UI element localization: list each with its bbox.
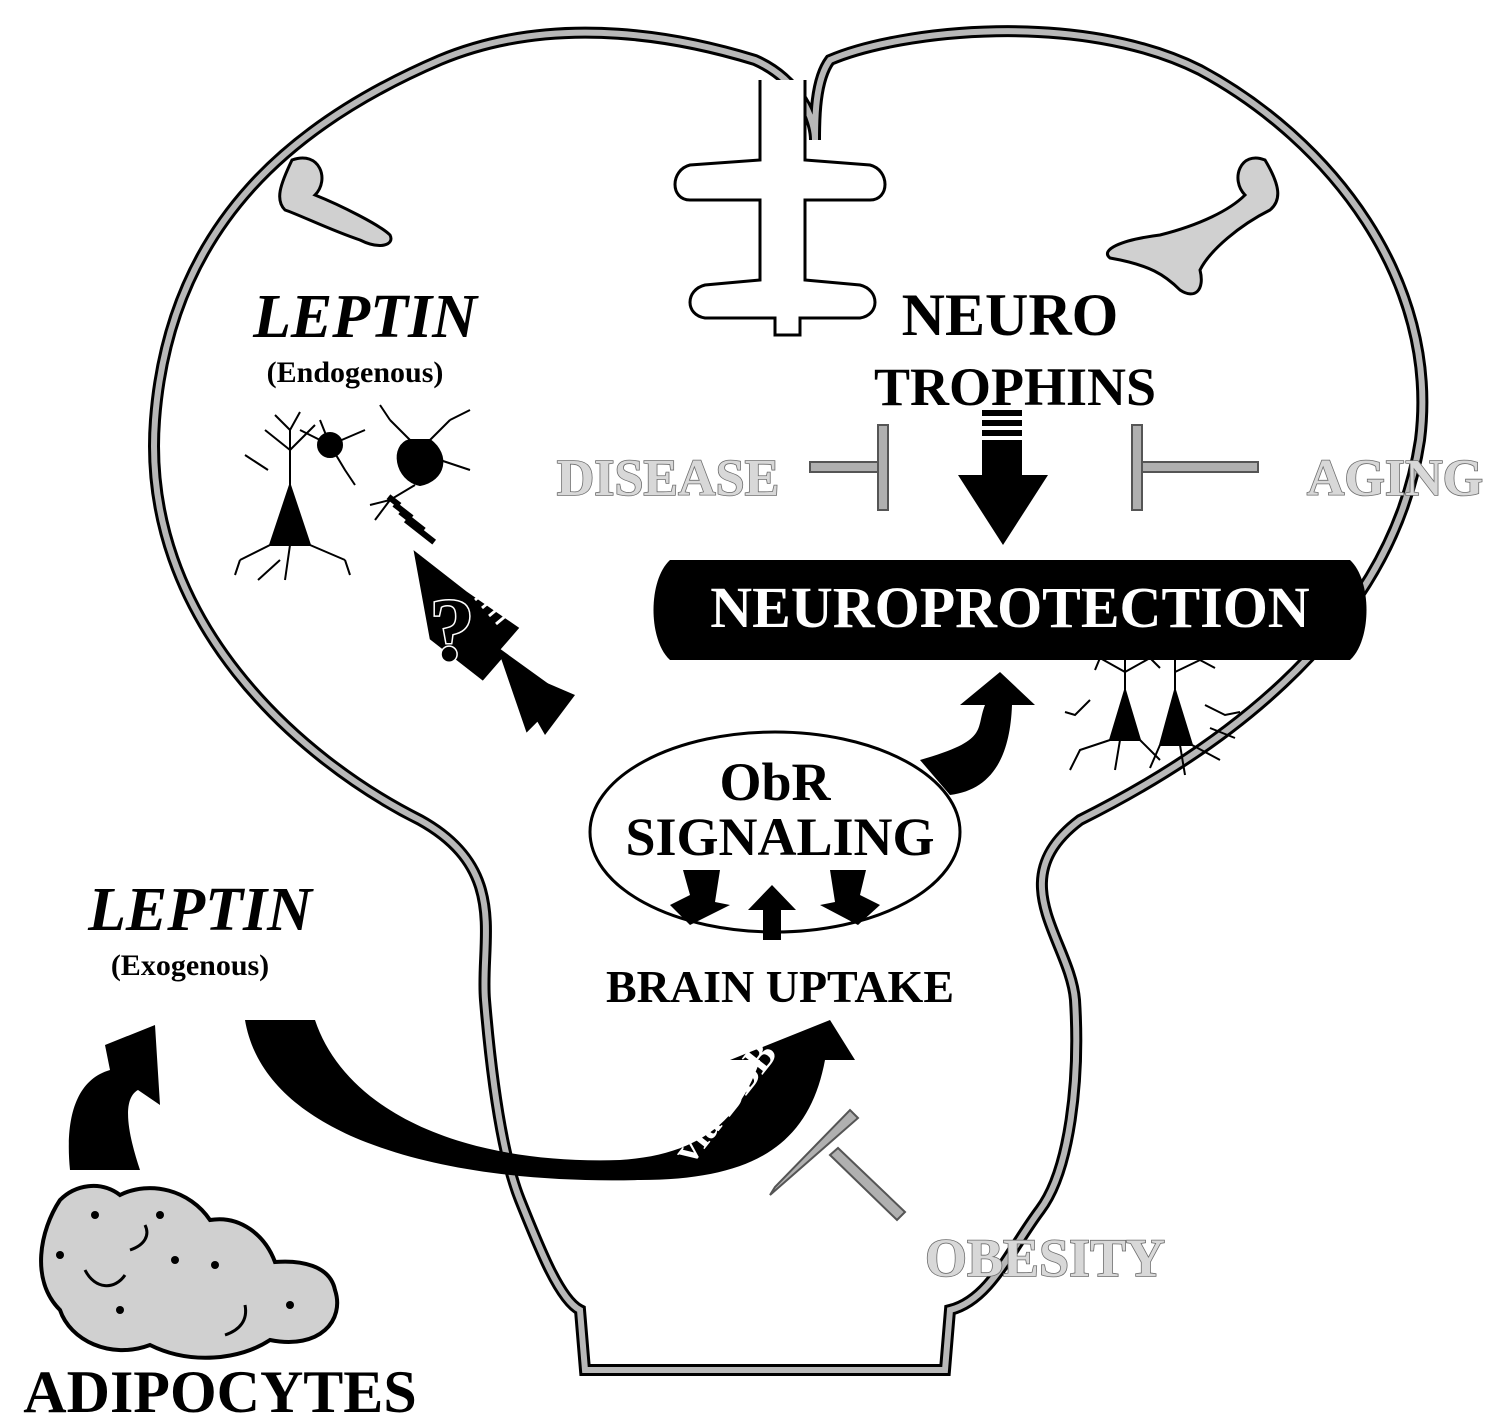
disease-label: DISEASE [557, 450, 780, 507]
obesity-label: OBESITY [925, 1228, 1165, 1288]
question-mark: ? [430, 581, 475, 680]
disease-inhibitor-bar [810, 425, 888, 510]
brain-uptake-label: BRAIN UPTAKE [606, 961, 954, 1012]
neuroprotection-label: NEUROPROTECTION [710, 575, 1310, 640]
obr-line1: ObR [719, 752, 831, 812]
neuron-cluster-icon [235, 405, 470, 580]
endogenous-question-arrow: ? [387, 494, 575, 739]
neuroprotection-box: NEUROPROTECTION [654, 560, 1367, 660]
adipocytes-label: ADIPOCYTES [23, 1359, 416, 1425]
pyramidal-neurons-icon [1065, 658, 1240, 775]
obr-line2: SIGNALING [625, 807, 934, 867]
adipocytes-to-leptin-arrow [69, 1025, 160, 1170]
neurotrophins-down-arrow [958, 410, 1048, 545]
leptin-endogenous-title: LEPTIN [252, 283, 479, 351]
leptin-exogenous-subtitle: (Exogenous) [111, 949, 269, 982]
neurotrophins-line1: NEURO [902, 282, 1119, 348]
neurotrophins-line2: TROPHINS [874, 357, 1156, 417]
adipocyte-blob-icon [41, 1186, 337, 1358]
aging-label: AGING [1307, 450, 1483, 507]
leptin-exogenous-title: LEPTIN [87, 876, 314, 944]
obr-to-neuroprotection-arrow [920, 672, 1035, 795]
aging-inhibitor-bar [1132, 425, 1258, 510]
leptin-endogenous-subtitle: (Endogenous) [267, 356, 444, 389]
exogenous-uptake-arrow: via BBB [245, 1020, 855, 1180]
